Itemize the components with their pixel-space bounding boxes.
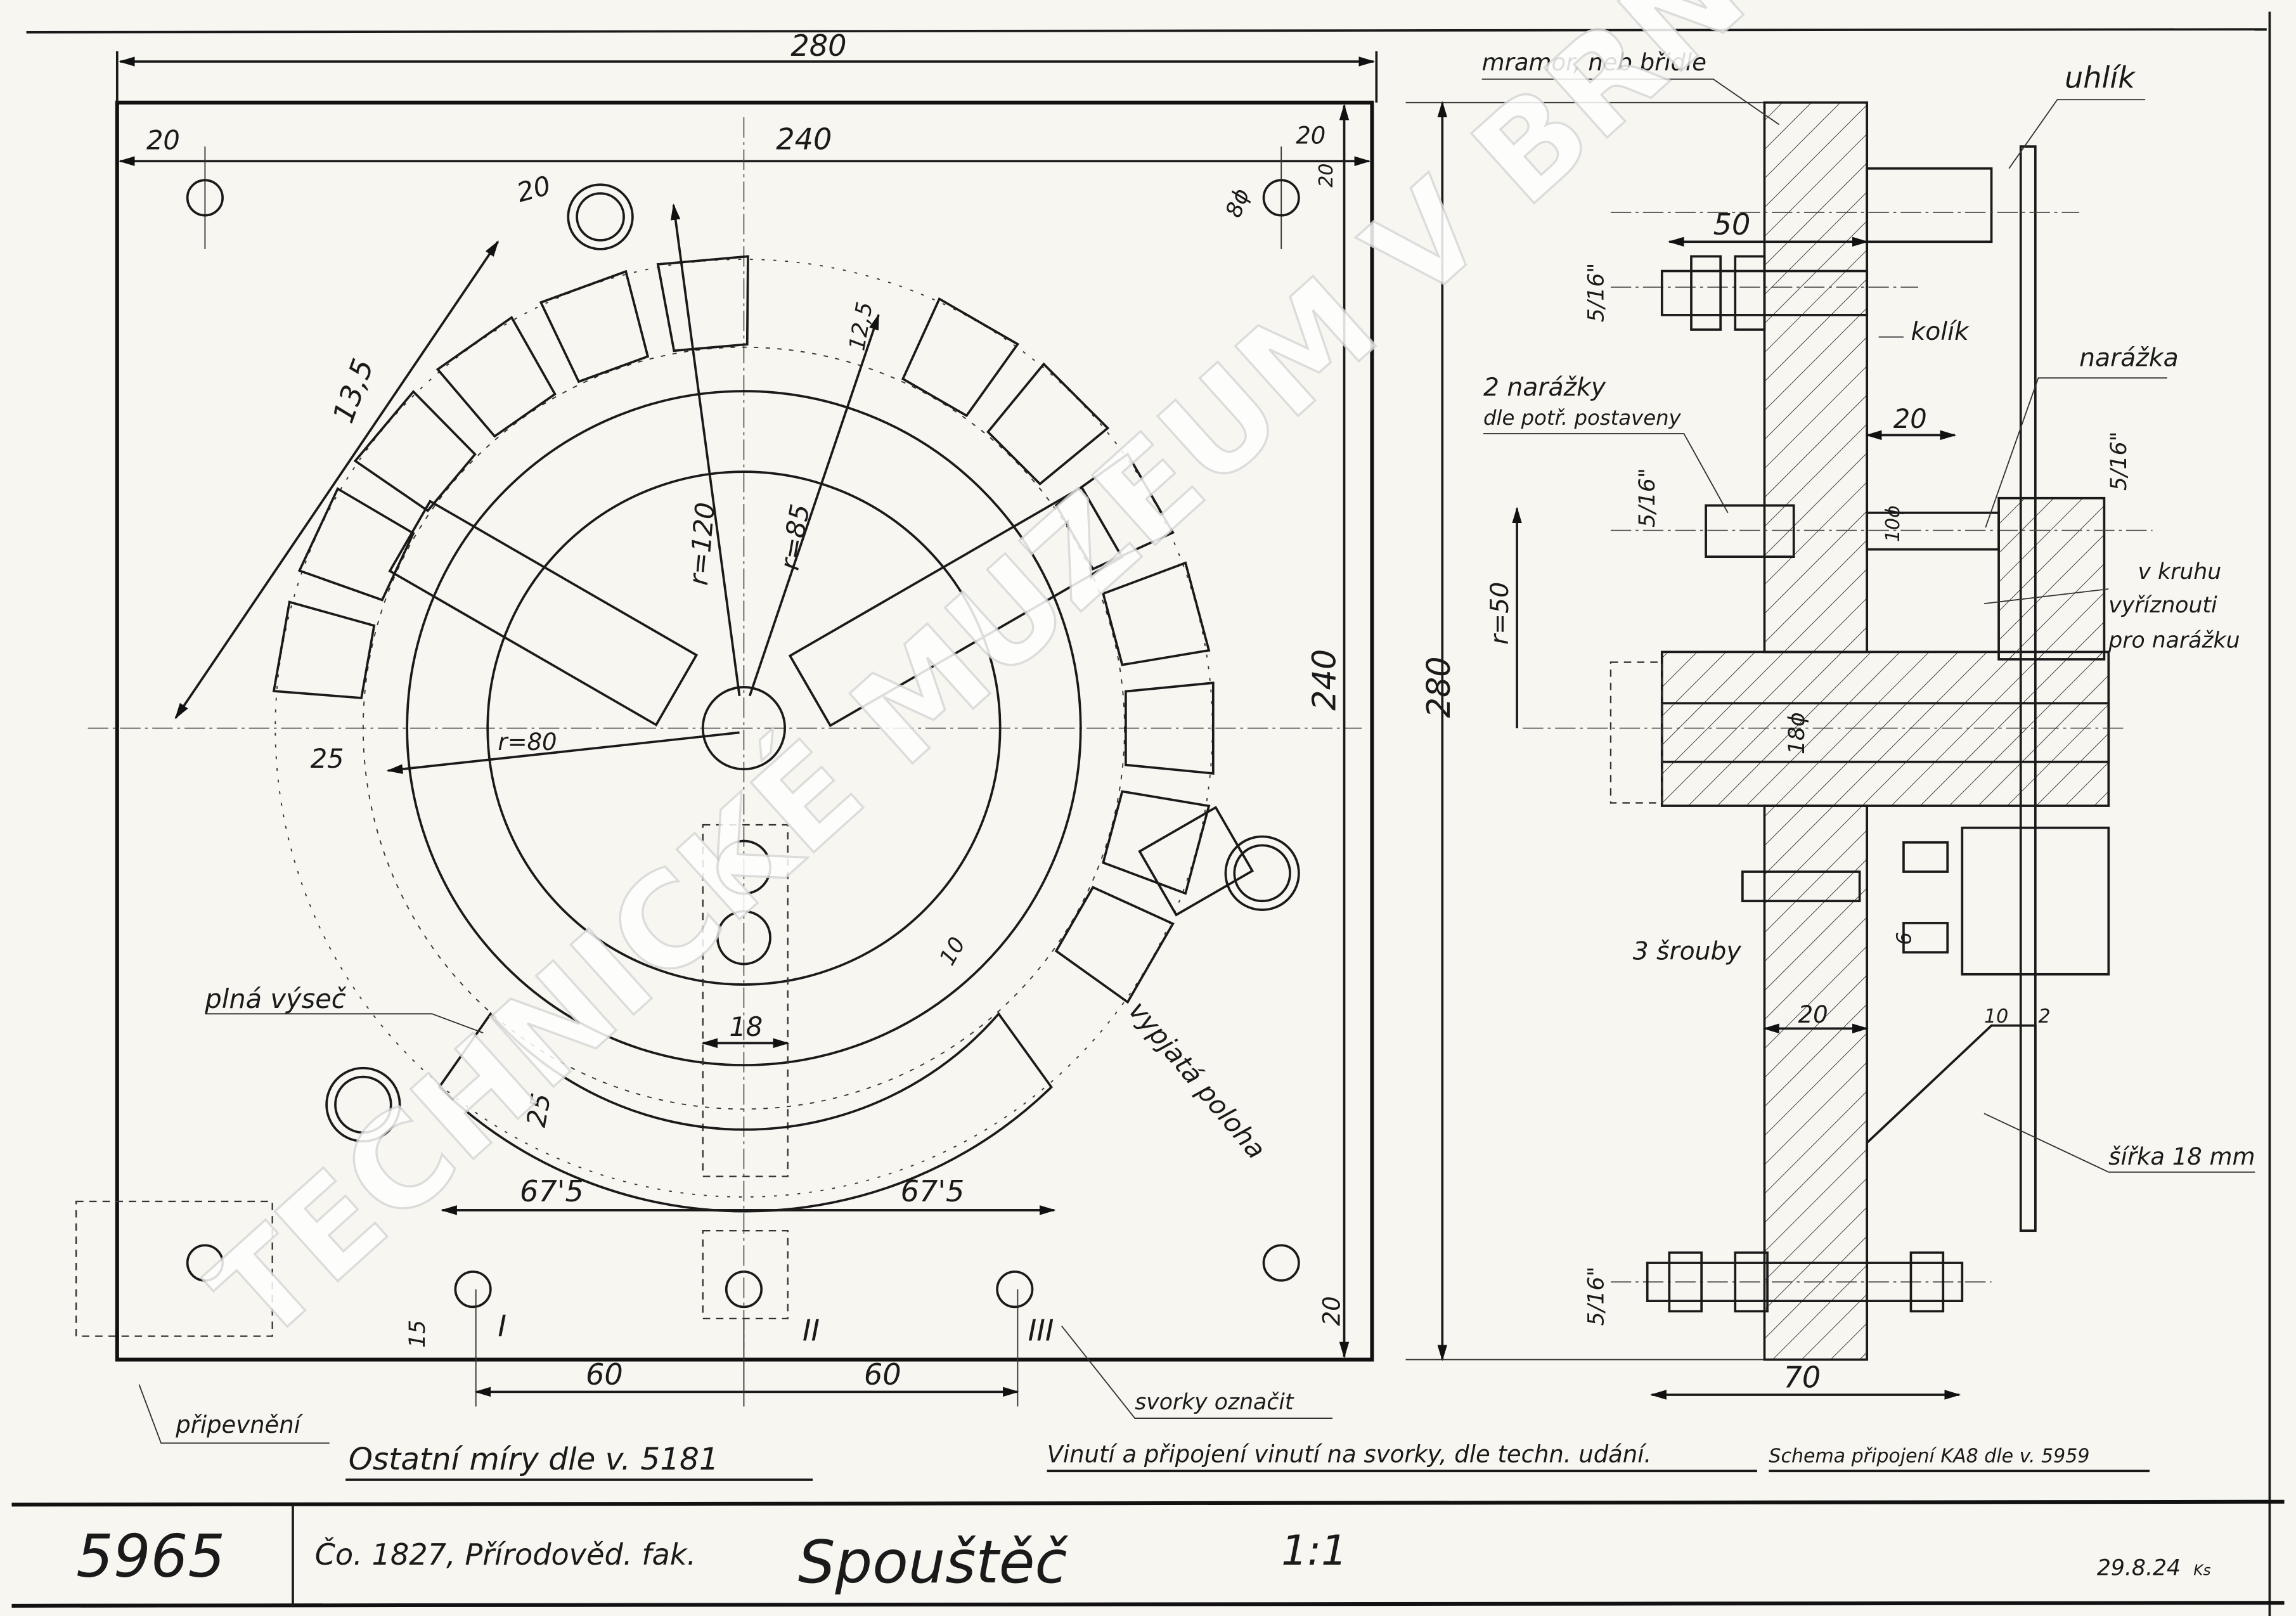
- terminal-label-2: II: [803, 1314, 820, 1348]
- dim-20-right: 20: [1296, 122, 1325, 149]
- label-carbon: uhlík: [2065, 61, 2136, 95]
- contact-segment: [1102, 790, 1211, 895]
- dim-20-gap: 20: [1893, 403, 1927, 434]
- dim-bolt-right: 5/16": [2106, 431, 2132, 491]
- dim-10: 10: [1984, 1005, 2008, 1028]
- dim-r50: r=50: [1486, 582, 1514, 645]
- note-schema: Schema připojení KA8 dle v. 5959: [1769, 1445, 2089, 1467]
- contact-segment: [656, 255, 749, 352]
- dim-20-right-v: 20: [1315, 164, 1338, 188]
- contact-segment: [901, 297, 1020, 418]
- dim-280: 280: [790, 29, 846, 63]
- contact-segment: [1054, 452, 1175, 571]
- lever-arm-right: [788, 486, 1124, 728]
- dim-10-pin: 10ϕ: [1882, 505, 1904, 542]
- contact-segment: [986, 362, 1110, 486]
- title-block: 5965 Čo. 1827, Přírodověd. fak. Spouštěč…: [76, 1522, 2210, 1596]
- dim-6: 6: [1892, 932, 1916, 945]
- dim-20-plate: 20: [1798, 1001, 1828, 1028]
- full-sector: [437, 1012, 1053, 1213]
- dim-67-5-left: 67'5: [520, 1174, 584, 1208]
- note-terminals: svorky označit: [1135, 1390, 1294, 1415]
- notes: připevnění Ostatní míry dle v. 5181 svor…: [138, 1325, 2150, 1481]
- label-stops2-sub: dle potř. postaveny: [1483, 406, 1682, 430]
- side-view: 280 50 5/16" 5/16" 20 10ϕ 5/16" r=50 18ϕ…: [1405, 49, 2255, 1400]
- dim-60-left: 60: [586, 1357, 623, 1392]
- carbon-brush: [1866, 167, 1993, 243]
- label-width: šířka 18 mm: [2108, 1143, 2255, 1170]
- terminal-label-3: III: [1028, 1314, 1054, 1348]
- label-pin: kolík: [1911, 318, 1970, 346]
- label-material: mramor, neb břidle: [1482, 49, 1706, 76]
- shaft-hole: [701, 685, 786, 771]
- hub: [1660, 650, 2110, 807]
- label-screws: 3 šrouby: [1633, 938, 1742, 966]
- label-full-sector: plná výseč: [204, 983, 346, 1014]
- dim-20-bottom: 20: [1319, 1296, 1346, 1326]
- terminal-label-1: I: [498, 1309, 506, 1343]
- dim-50: 50: [1713, 207, 1751, 242]
- dim-bolt-top: 5/16": [1583, 263, 1609, 323]
- drawing-date: 29.8.24: [2097, 1555, 2181, 1580]
- drawing-number: 5965: [76, 1522, 225, 1591]
- dim-70: 70: [1784, 1360, 1821, 1394]
- sheet-frame: [11, 11, 2285, 1616]
- dim-18: 18: [729, 1011, 763, 1042]
- dim-60-right: 60: [864, 1357, 901, 1392]
- label-cut-2: vyříznouti: [2108, 593, 2217, 618]
- panel-lower: [1763, 805, 1869, 1361]
- dim-25-sector: 25: [520, 1091, 557, 1130]
- mounting-holes: [186, 179, 1300, 1282]
- dim-240: 240: [776, 122, 832, 157]
- label-cut-1: v kruhu: [2138, 559, 2222, 585]
- note-winding: Vinutí a připojení vinutí na svorky, dle…: [1047, 1440, 1652, 1468]
- dim-2: 2: [2038, 1005, 2050, 1028]
- drawing-scale: 1:1: [1281, 1527, 1347, 1575]
- dim-280-v: 280: [1420, 656, 1457, 718]
- label-stops2: 2 narážky: [1483, 373, 1606, 402]
- contact-segment: [1054, 886, 1175, 1004]
- dim-r80: r=80: [498, 728, 557, 756]
- order-info: Čo. 1827, Přírodověd. fak.: [315, 1537, 697, 1572]
- note-other-dims: Ostatní míry dle v. 5181: [349, 1442, 719, 1477]
- dim-15: 15: [405, 1320, 430, 1348]
- label-stop: narážka: [2079, 344, 2179, 373]
- dim-18-shaft: 18ϕ: [1784, 712, 1810, 754]
- drawing-title: Spouštěč: [798, 1528, 1069, 1596]
- lever-off: [1138, 806, 1254, 917]
- contact-segment: [539, 269, 650, 384]
- note-fastening: připevnění: [175, 1411, 304, 1438]
- dim-25-contact: 25: [311, 743, 344, 774]
- drawing-signature: Ks: [2193, 1562, 2210, 1579]
- dim-bolt-bottom: 5/16": [1583, 1267, 1609, 1326]
- dim-67-5-right: 67'5: [901, 1174, 965, 1208]
- contact-segment: [1125, 682, 1215, 775]
- dim-bolt-mid: 5/16": [1635, 468, 1660, 527]
- dim-240-v: 240: [1306, 649, 1343, 711]
- base-plate: [115, 100, 1374, 1362]
- label-cut-3: pro narážku: [2108, 628, 2240, 653]
- panel-upper: [1763, 101, 1869, 654]
- contact-segment: [1102, 561, 1211, 666]
- dim-20-left: 20: [146, 125, 180, 156]
